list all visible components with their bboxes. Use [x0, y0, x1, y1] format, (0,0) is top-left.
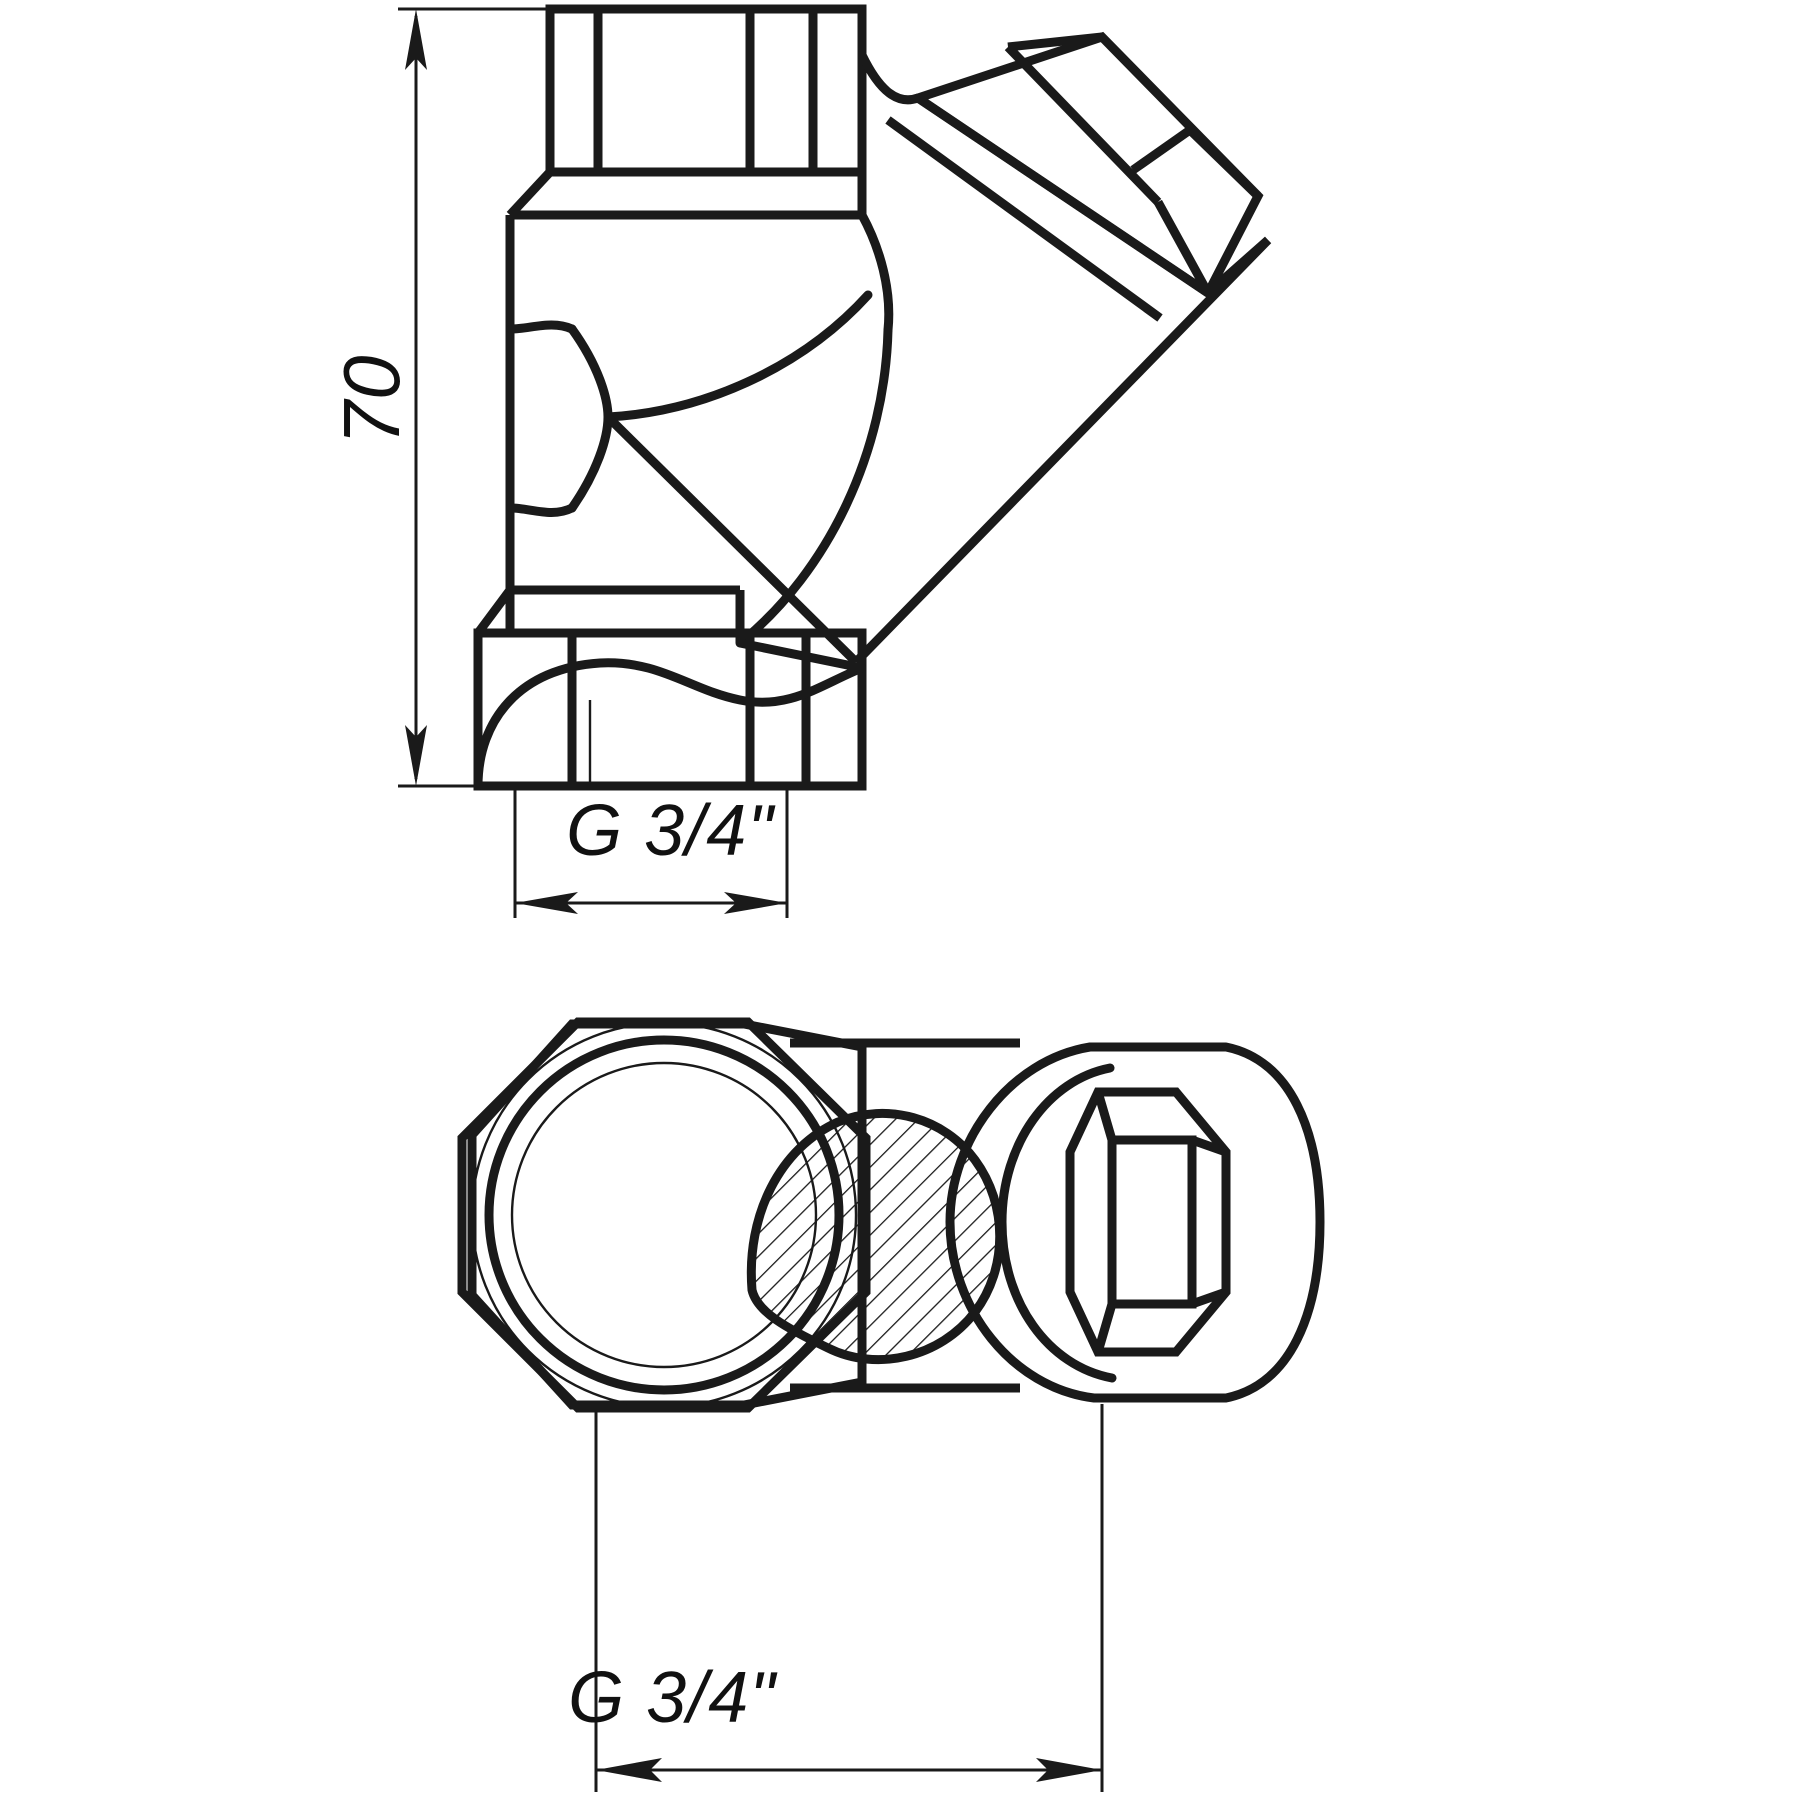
arrowhead-right-top-icon: [1036, 1758, 1102, 1782]
body-right-wall: [735, 4, 923, 648]
bottom-hex-nut: [473, 585, 867, 791]
cap-right-round: [1221, 1042, 1325, 1403]
top-view: G 3/4": [457, 1017, 1325, 1792]
arrowhead-up-icon: [405, 9, 427, 70]
dimension-thread-front: G 3/4": [513, 790, 789, 918]
seat-curve-upper: [603, 290, 873, 422]
screen-crescent-fill: [751, 1113, 1000, 1360]
seat-diagonal: [604, 413, 860, 666]
dimension-value-thread-front: G 3/4": [566, 791, 776, 871]
section-break-line: [473, 658, 867, 791]
arrowhead-down-icon: [405, 725, 427, 786]
dimension-thread-top: G 3/4": [568, 1404, 1104, 1792]
dimension-value-height: 70: [327, 355, 416, 446]
branch-cap-facet-4: [1186, 126, 1262, 200]
branch-shank-edge: [1205, 236, 1271, 297]
cap-hex-bevel-bottom: [1093, 1302, 1117, 1354]
dimension-overall-height: 70: [327, 7, 560, 788]
branch-inner-edge: [885, 116, 1163, 322]
cap-inner-ellipse: [997, 1063, 1117, 1383]
cap-hex-bevel-top: [1093, 1090, 1117, 1142]
cap-hex-bevel-bottom-right: [1190, 1287, 1228, 1309]
body-right-lower-arc: [735, 325, 893, 648]
diagonal-branch: [852, 31, 1272, 666]
branch-cap-facet-3: [1154, 199, 1212, 296]
cap-hex-socket-outline: [1065, 1087, 1231, 1357]
front-section-view: 70: [327, 4, 1272, 918]
arrowhead-right-front-icon: [724, 892, 787, 914]
dimension-value-thread-top: G 3/4": [568, 1658, 778, 1738]
bottom-hex-outline: [473, 628, 867, 791]
arrowhead-left-front-icon: [515, 892, 578, 914]
bore-blend-top: [506, 320, 577, 334]
body-left-wall: [505, 215, 613, 590]
arrowhead-left-top-icon: [596, 1758, 662, 1782]
top-hex-nut: [506, 4, 867, 220]
body-shoulder-curve: [857, 50, 923, 105]
bore-blend-bottom: [506, 503, 577, 517]
bottom-neck-chamfer-left: [474, 587, 514, 636]
body-barrel-top-view: [790, 1038, 1020, 1393]
left-octagon-hex: [457, 1017, 871, 1413]
internal-seat: [603, 290, 873, 666]
branch-cap-facet-5: [1130, 126, 1193, 174]
branch-lower-edge: [852, 236, 1272, 666]
left-octagon-outline-accurate: [457, 1017, 871, 1413]
branch-cap-outline: [907, 31, 1264, 300]
cap-outer-ellipse: [945, 1042, 1099, 1403]
internal-bore-left: [567, 324, 613, 513]
branch-cap-facet-1: [1004, 43, 1162, 206]
branch-cap-facet-2: [1007, 32, 1103, 52]
cap-hex-bevel-top-right: [1190, 1135, 1228, 1157]
cap-hex-socket-inner: [1107, 1135, 1197, 1309]
top-hex-chamfer-left: [506, 168, 554, 219]
right-cap-top-view: [945, 1042, 1325, 1403]
body-right-outer-arc: [857, 4, 894, 335]
bottom-right-slope: [739, 638, 863, 673]
